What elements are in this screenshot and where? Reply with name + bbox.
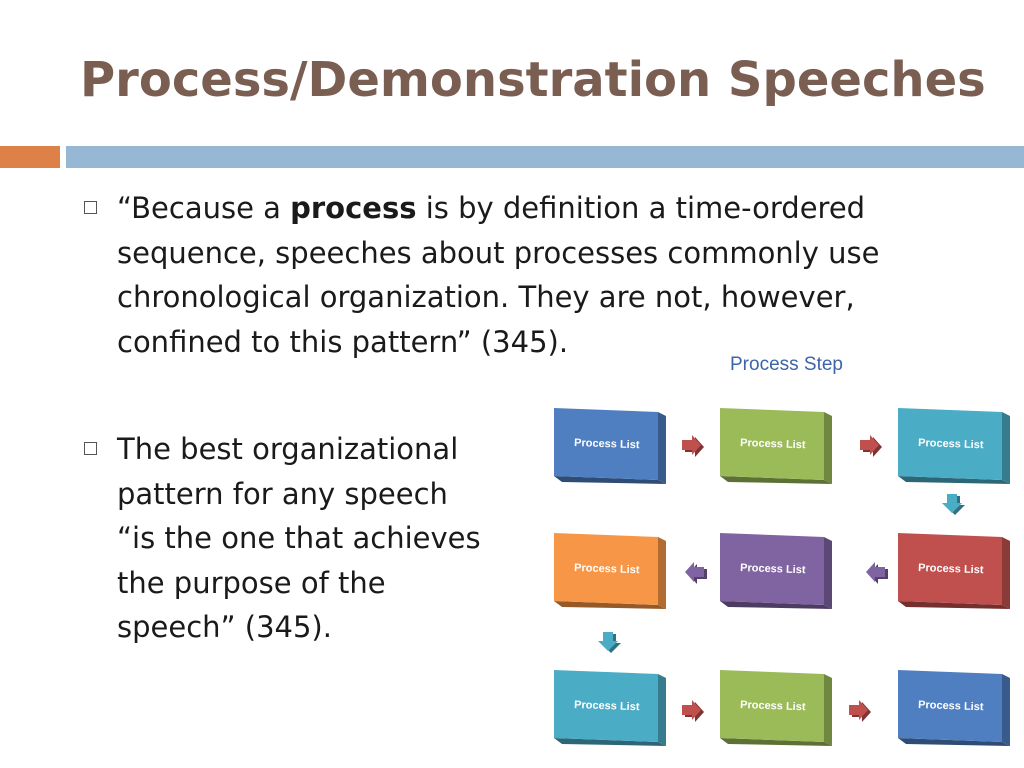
arrow-down-icon [942, 494, 965, 515]
process-box-8: Process List [720, 670, 832, 746]
bullet-1-bold-term: process [290, 191, 417, 225]
process-box-1: Process List [554, 408, 666, 484]
process-box-2: Process List [720, 408, 832, 484]
process-box-3: Process List [898, 408, 1010, 484]
process-box-label: Process List [740, 562, 806, 576]
arrow-down-icon [598, 632, 621, 653]
process-box-5: Process List [720, 533, 832, 609]
process-box-label: Process List [574, 437, 640, 451]
process-box-6: Process List [898, 533, 1010, 609]
square-bullet-icon [84, 201, 97, 214]
process-box-label: Process List [740, 437, 806, 451]
bullet-item-2: The best organizational pattern for any … [84, 427, 534, 650]
process-box-7: Process List [554, 670, 666, 746]
arrow-right-icon [860, 435, 882, 457]
bullet-text-1: “Because a process is by definition a ti… [117, 186, 879, 364]
accent-bar-blue [66, 146, 1024, 168]
slide-title: Process/Demonstration Speeches [80, 52, 986, 108]
bullet-1-part-2: is by definition a time-ordered sequence… [117, 191, 880, 359]
process-box-label: Process List [740, 699, 806, 713]
square-bullet-icon [84, 442, 97, 455]
process-box-9: Process List [898, 670, 1010, 746]
process-box-label: Process List [918, 562, 984, 576]
diagram-title: Process Step [730, 354, 843, 375]
bullet-text-2: The best organizational pattern for any … [117, 432, 481, 644]
arrow-right-icon [682, 700, 704, 722]
accent-bar-orange [0, 146, 60, 168]
arrow-right-icon [682, 435, 704, 457]
arrow-left-icon [685, 562, 707, 584]
process-box-4: Process List [554, 533, 666, 609]
process-box-label: Process List [574, 699, 640, 713]
arrow-right-icon [849, 700, 871, 722]
arrow-left-icon [866, 562, 888, 584]
process-box-label: Process List [918, 437, 984, 451]
bullet-1-part-1: “Because a [117, 191, 291, 225]
process-box-label: Process List [918, 699, 984, 713]
bullet-item-1: “Because a process is by definition a ti… [84, 186, 984, 364]
process-box-label: Process List [574, 562, 640, 576]
